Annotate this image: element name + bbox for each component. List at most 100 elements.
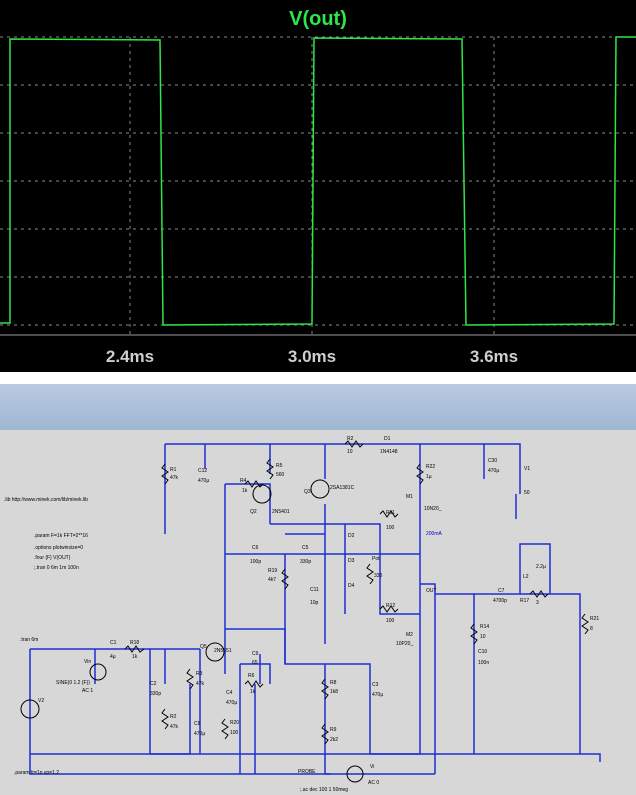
c9-label[interactable]: C9: [252, 651, 259, 657]
d1-value[interactable]: 1N4148: [380, 449, 398, 455]
d2-label[interactable]: D2: [348, 533, 355, 539]
q3-label[interactable]: Q3: [304, 489, 311, 495]
v2-label[interactable]: V2: [38, 698, 45, 704]
v-out-trace[interactable]: [0, 36, 636, 326]
m2-model[interactable]: 10P20_: [396, 641, 414, 647]
m2-label[interactable]: M2: [406, 632, 413, 638]
r1-label[interactable]: R1: [170, 467, 177, 473]
c8-label[interactable]: C8: [194, 721, 201, 727]
r5-value[interactable]: 560: [276, 472, 285, 478]
r22-label[interactable]: R22: [426, 464, 436, 470]
r12-value[interactable]: 100: [386, 618, 395, 624]
vi-value[interactable]: AC 0: [368, 780, 380, 786]
r5-label[interactable]: R5: [276, 463, 283, 469]
r21-label[interactable]: R21: [590, 616, 600, 622]
r12-label[interactable]: R12: [386, 603, 396, 609]
pot-value[interactable]: 330: [374, 573, 383, 579]
tran-comment[interactable]: ;.tran 0 6m 1m 100n: [34, 565, 79, 571]
vin-label[interactable]: Vin: [84, 659, 92, 665]
param-directive[interactable]: .param F=1k FFT=2**16: [34, 533, 88, 539]
c4-label[interactable]: C4: [226, 690, 233, 696]
q2-label[interactable]: Q2: [250, 509, 257, 515]
q3-model[interactable]: 2SA1381C: [330, 485, 355, 491]
r22-value[interactable]: 1µ: [426, 474, 432, 480]
r1-value[interactable]: 47k: [170, 475, 179, 481]
d4-label[interactable]: D4: [348, 583, 355, 589]
c3-value[interactable]: 470µ: [372, 692, 384, 698]
ac-comment[interactable]: ;.ac dec 100 1 50meg: [300, 787, 349, 793]
r18-label[interactable]: R18: [130, 640, 140, 646]
r9-label[interactable]: R9: [330, 727, 337, 733]
c11-value[interactable]: 10p: [310, 600, 319, 606]
c12-label[interactable]: C12: [198, 468, 208, 474]
r14-label[interactable]: R14: [480, 624, 490, 630]
c1-value[interactable]: 4µ: [110, 654, 116, 660]
r2b-label[interactable]: R2: [170, 714, 177, 720]
v1-label[interactable]: V1: [524, 466, 531, 472]
r4-label[interactable]: R4: [240, 478, 247, 484]
c2-value[interactable]: 330p: [150, 691, 162, 697]
c4-value[interactable]: 470µ: [226, 700, 238, 706]
l2-label[interactable]: L2: [523, 574, 529, 580]
probe-label[interactable]: PROBE: [298, 769, 316, 775]
c10-label[interactable]: C10: [478, 649, 488, 655]
param2-directive[interactable]: .param fr=1n vp=1.2: [14, 770, 60, 776]
m1-model[interactable]: 10N20_: [424, 506, 442, 512]
r11-value[interactable]: 100: [386, 525, 395, 531]
m1-label[interactable]: M1: [406, 494, 413, 500]
c3-label[interactable]: C3: [372, 682, 379, 688]
pot-label[interactable]: Pot: [372, 556, 380, 562]
c8-value[interactable]: 470µ: [194, 731, 206, 737]
out-net-label[interactable]: OUT: [426, 588, 437, 594]
r19-label[interactable]: R19: [268, 568, 278, 574]
r21-value[interactable]: 8: [590, 626, 593, 632]
r11-label[interactable]: R11: [386, 510, 395, 516]
c12-value[interactable]: 470µ: [198, 478, 210, 484]
c2-label[interactable]: C2: [150, 681, 157, 687]
r19-value[interactable]: 4k7: [268, 577, 277, 583]
r4-value[interactable]: 1k: [242, 488, 248, 494]
vin-ac[interactable]: AC 1: [82, 688, 94, 694]
c5-label[interactable]: C5: [302, 545, 309, 551]
c30-value[interactable]: 470µ: [488, 468, 500, 474]
pane-divider[interactable]: [0, 372, 636, 384]
q2-model[interactable]: 2N5401: [272, 509, 290, 515]
vin-value[interactable]: SINE(0 1.2 {F}): [56, 680, 90, 686]
c11-label[interactable]: C11: [310, 587, 319, 593]
tran-directive[interactable]: .tran 6m: [20, 637, 39, 643]
r17-label[interactable]: R17: [520, 598, 530, 604]
v1-value[interactable]: 50: [524, 490, 530, 496]
c5-value[interactable]: 330p: [300, 559, 312, 565]
schematic-panel[interactable]: .lib http://www.minek.com/lib/minek.lib …: [0, 384, 636, 795]
r3-value[interactable]: 47k: [196, 681, 205, 687]
r8-value[interactable]: 1k8: [330, 689, 339, 695]
r2b-value[interactable]: 47k: [170, 724, 179, 730]
bias-annotation[interactable]: 200mA: [426, 531, 442, 537]
r2-label[interactable]: R2: [347, 436, 354, 442]
r6-value[interactable]: 1k: [250, 689, 256, 695]
options-directive[interactable]: .options plotwinsize=0: [34, 545, 84, 551]
c6-label[interactable]: C6: [252, 545, 259, 551]
c10-value[interactable]: 100n: [478, 660, 490, 666]
r3-label[interactable]: R3: [196, 671, 203, 677]
c6-value[interactable]: 100p: [250, 559, 262, 565]
r20-label[interactable]: R20: [230, 720, 240, 726]
r2-value[interactable]: 10: [347, 449, 353, 455]
four-directive[interactable]: .four {F} V(OUT): [34, 555, 71, 561]
c30-label[interactable]: C30: [488, 458, 498, 464]
r14-value[interactable]: 10: [480, 634, 486, 640]
r9-value[interactable]: 2k2: [330, 737, 339, 743]
r6-label[interactable]: R6: [248, 673, 255, 679]
r20-value[interactable]: 100: [230, 730, 239, 736]
r17-value[interactable]: 3: [536, 600, 539, 606]
c7-label[interactable]: C7: [498, 588, 505, 594]
waveform-panel[interactable]: V(out) 2.4ms 3.0ms 3.6ms: [0, 0, 636, 372]
q5-label[interactable]: Q5: [200, 644, 207, 650]
c7-value[interactable]: 4700p: [493, 598, 507, 604]
d1-label[interactable]: D1: [384, 436, 391, 442]
q5-model[interactable]: 2N5551: [214, 648, 232, 654]
c1-label[interactable]: C1: [110, 640, 117, 646]
c9-value[interactable]: 65: [252, 660, 258, 666]
r8-label[interactable]: R8: [330, 680, 337, 686]
lib-directive[interactable]: .lib http://www.minek.com/lib/minek.lib: [4, 497, 88, 503]
